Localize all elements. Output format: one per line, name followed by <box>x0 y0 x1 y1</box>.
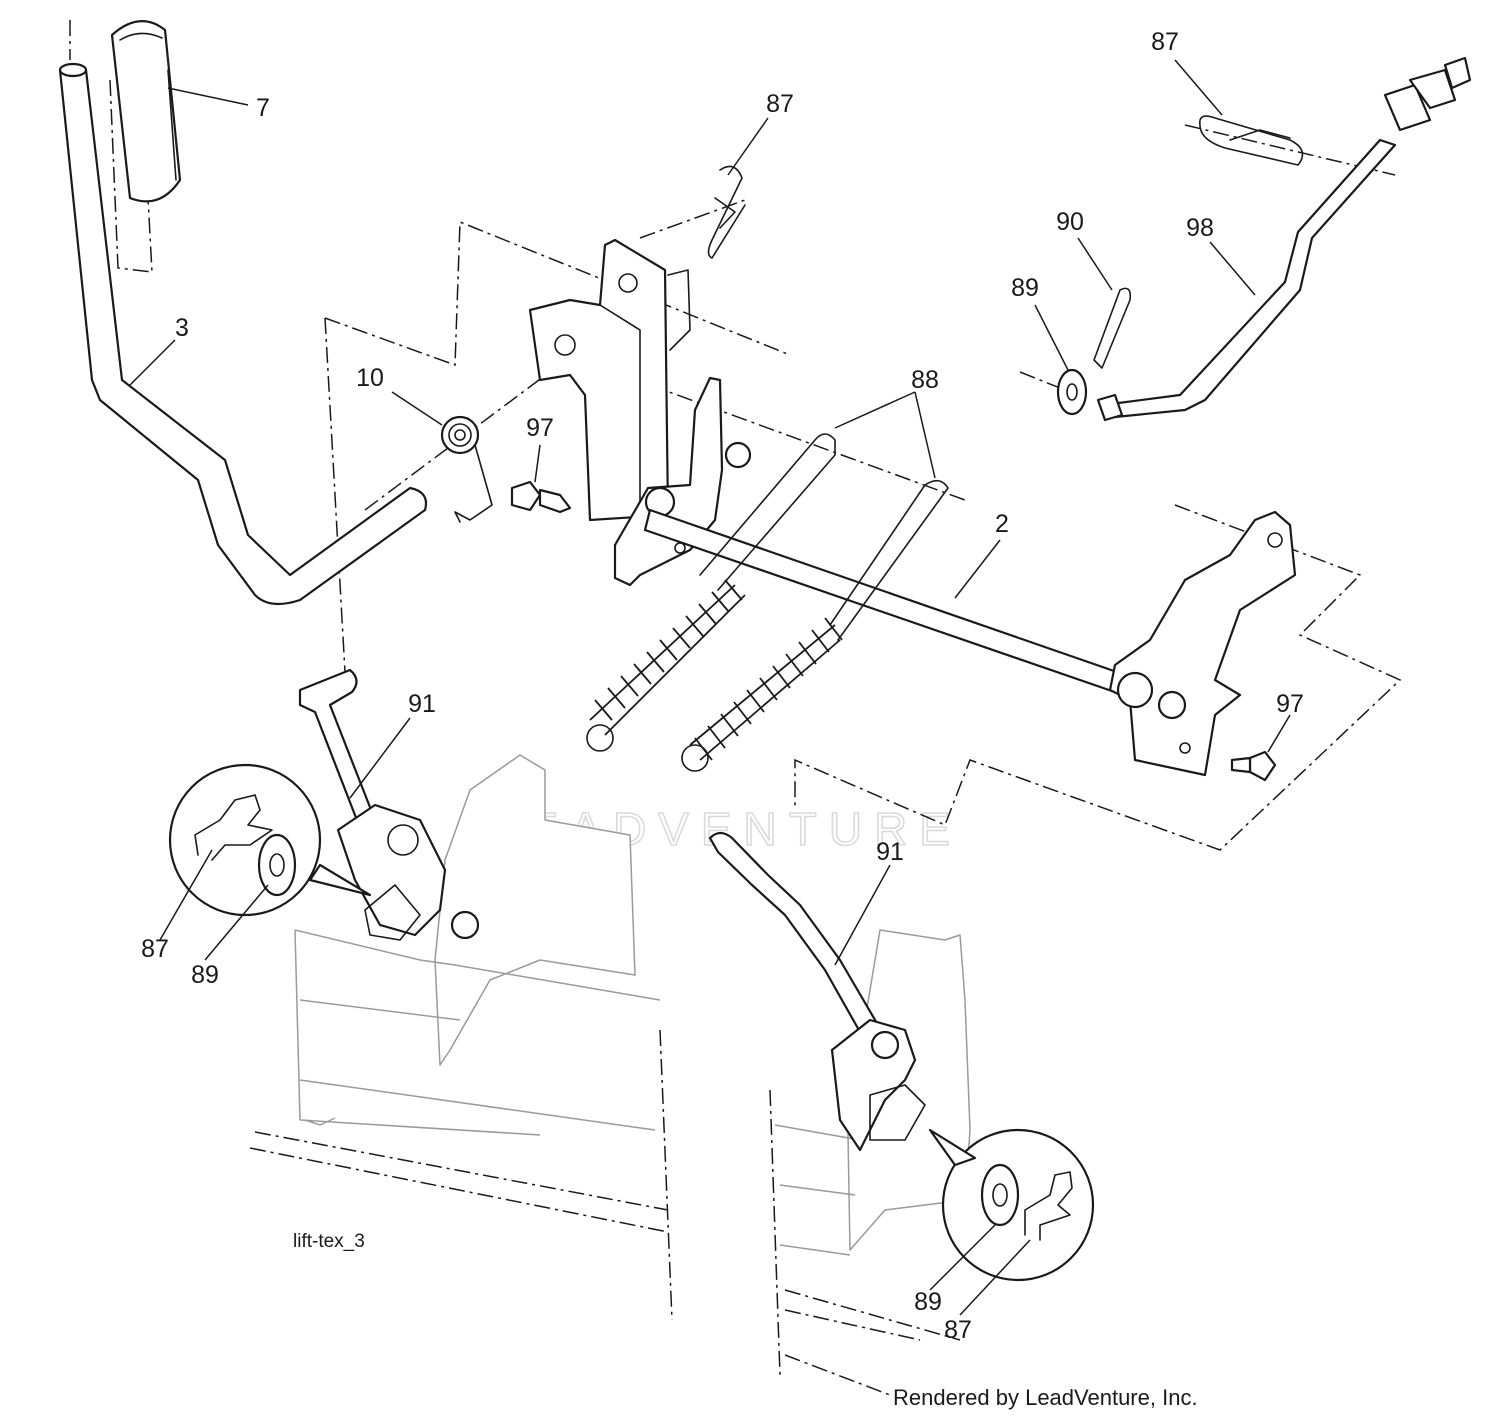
handle-grip <box>110 20 182 203</box>
callout-90: 90 <box>1056 208 1084 236</box>
washer-top <box>1056 368 1088 416</box>
callout-10: 10 <box>356 364 384 392</box>
render-credit: Rendered by LeadVenture, Inc. <box>893 1385 1198 1410</box>
callout-91-left: 91 <box>408 690 436 718</box>
leader-lines <box>129 59 1291 1316</box>
callout-89-detail-left: 89 <box>191 961 219 989</box>
callout-89-top: 89 <box>1011 274 1039 302</box>
lift-lever <box>58 62 428 606</box>
cotter-pin <box>1093 287 1132 369</box>
adjust-rod <box>1096 56 1472 422</box>
deck-bracket-right <box>769 929 971 1396</box>
callout-87-detail-left: 87 <box>141 935 169 963</box>
lift-arm-right <box>1108 510 1297 777</box>
callout-87-detail-right: 87 <box>944 1316 972 1344</box>
hairpin-clip-top-center <box>707 165 746 259</box>
callout-3: 3 <box>175 314 189 342</box>
callout-87-top-center: 87 <box>766 90 794 118</box>
callout-7: 7 <box>256 94 270 122</box>
callout-87-top-right: 87 <box>1151 28 1179 56</box>
callout-91-right: 91 <box>876 838 904 866</box>
callout-97-left: 97 <box>526 414 554 442</box>
deck-bracket-left <box>249 754 673 1321</box>
lift-link-right <box>708 831 926 1152</box>
detail-circle-left <box>168 763 372 917</box>
hairpin-clip-top-right <box>1198 115 1304 166</box>
callout-89-detail-right: 89 <box>914 1288 942 1316</box>
callout-98: 98 <box>1186 214 1214 242</box>
callout-88: 88 <box>911 366 939 394</box>
lift-shaft <box>643 508 1142 702</box>
bolt-right <box>1230 750 1277 782</box>
callout-2: 2 <box>995 510 1009 538</box>
callout-97-right: 97 <box>1276 690 1304 718</box>
figure-id: lift-tex_3 <box>293 1231 365 1252</box>
detail-circle-right <box>928 1128 1095 1282</box>
extension-springs <box>586 433 949 772</box>
bolt-left <box>510 480 572 514</box>
callouts: 7 3 10 97 87 87 90 98 89 88 2 97 91 87 8… <box>141 28 1304 1344</box>
torsion-spring <box>440 415 493 523</box>
